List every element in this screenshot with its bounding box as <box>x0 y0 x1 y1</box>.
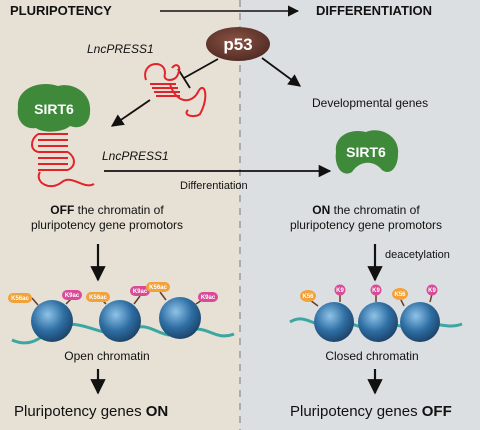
developmental-genes-label: Developmental genes <box>312 96 428 110</box>
left-result-text: Pluripotency genes <box>14 403 146 420</box>
closed-chromatin-label: Closed chromatin <box>325 349 418 363</box>
tag-k9ac-2-label: K9ac <box>133 289 148 295</box>
sirt6-label-right: SIRT6 <box>346 144 386 160</box>
lncpress1-rna-bound <box>31 133 95 188</box>
tag-k9-1-label: K9 <box>336 288 344 294</box>
p53-ellipse <box>206 27 270 61</box>
differentiation-arrow-label: Differentiation <box>180 180 248 192</box>
right-state-line1: ON the chromatin of <box>312 203 420 217</box>
open-chromatin: K56ac K9ac K56ac K9ac K56ac K9ac <box>8 282 235 345</box>
left-state-bold: OFF <box>50 203 74 217</box>
nucleosome-left-1 <box>31 300 73 342</box>
left-state-line1: OFF the chromatin of <box>50 203 164 217</box>
tag-k9ac-1 <box>62 290 82 300</box>
sirt6-lncpress1-complex: SIRT6 LncPRESS1 <box>17 84 169 188</box>
tag-k56-1 <box>300 290 316 302</box>
tag-k9-3-label: K9 <box>428 288 436 294</box>
right-result: Pluripotency genes OFF <box>290 403 452 420</box>
sirt6-shape-right <box>335 130 399 174</box>
nucleosome-left-3 <box>159 297 201 339</box>
sirt6-shape-left <box>17 84 91 132</box>
tag-k9ac-3 <box>198 292 218 302</box>
sirt6-label-left: SIRT6 <box>34 101 74 117</box>
nucleosome-right-3 <box>400 302 440 342</box>
tag-k9ac-2 <box>130 286 150 296</box>
tag-k9ac-1-label: K9ac <box>65 293 80 299</box>
lncpress1-label-mid: LncPRESS1 <box>102 149 169 163</box>
p53-to-developmental-arrow <box>261 57 302 87</box>
left-result-bold: ON <box>146 403 169 420</box>
tag-k56-2 <box>392 288 408 300</box>
tag-k56ac-2 <box>86 292 110 302</box>
right-state-bold: ON <box>312 203 330 217</box>
lncpress1-to-sirt6-arrow <box>110 99 151 127</box>
tag-k9-1 <box>334 284 346 296</box>
left-result: Pluripotency genes ON <box>14 403 168 420</box>
tag-k56ac-2-label: K56ac <box>89 295 107 301</box>
inhibition-bar <box>177 68 191 89</box>
tag-k56ac-3 <box>146 282 170 292</box>
tag-k56ac-3-label: K56ac <box>149 285 167 291</box>
lncpress1-rna-top <box>144 63 207 118</box>
sirt6-right: SIRT6 <box>335 130 399 174</box>
open-chromatin-label: Open chromatin <box>64 349 149 363</box>
tag-k56-1-label: K56 <box>302 294 314 300</box>
header-differentiation: DIFFERENTIATION <box>316 3 432 18</box>
right-result-text: Pluripotency genes <box>290 403 422 420</box>
deacetylation-label: deacetylation <box>385 249 450 261</box>
tag-k9-2 <box>370 284 382 296</box>
p53-label: p53 <box>223 35 252 54</box>
tag-k9-2-label: K9 <box>372 288 380 294</box>
tag-k56ac-1 <box>8 293 32 303</box>
tag-k56-2-label: K56 <box>394 292 406 298</box>
tag-k56ac-1-label: K56ac <box>11 296 29 302</box>
p53-to-lncpress1-arrow <box>183 58 219 79</box>
right-state-rest: the chromatin of <box>330 203 420 217</box>
tag-k9-3 <box>426 284 438 296</box>
right-result-bold: OFF <box>422 403 452 420</box>
right-state-line2: pluripotency gene promotors <box>290 218 442 232</box>
left-state-line2: pluripotency gene promotors <box>31 218 183 232</box>
nucleosome-right-1 <box>314 302 354 342</box>
nucleosome-right-2 <box>358 302 398 342</box>
nucleosome-left-2 <box>99 300 141 342</box>
closed-chromatin: K56 K9 K9 K56 K9 <box>289 284 463 342</box>
left-state-rest: the chromatin of <box>74 203 164 217</box>
pluripotency-panel <box>0 0 240 430</box>
header-pluripotency: PLURIPOTENCY <box>10 3 112 18</box>
tag-k9ac-3-label: K9ac <box>201 295 216 301</box>
lncpress1-label-top: LncPRESS1 <box>87 42 154 56</box>
